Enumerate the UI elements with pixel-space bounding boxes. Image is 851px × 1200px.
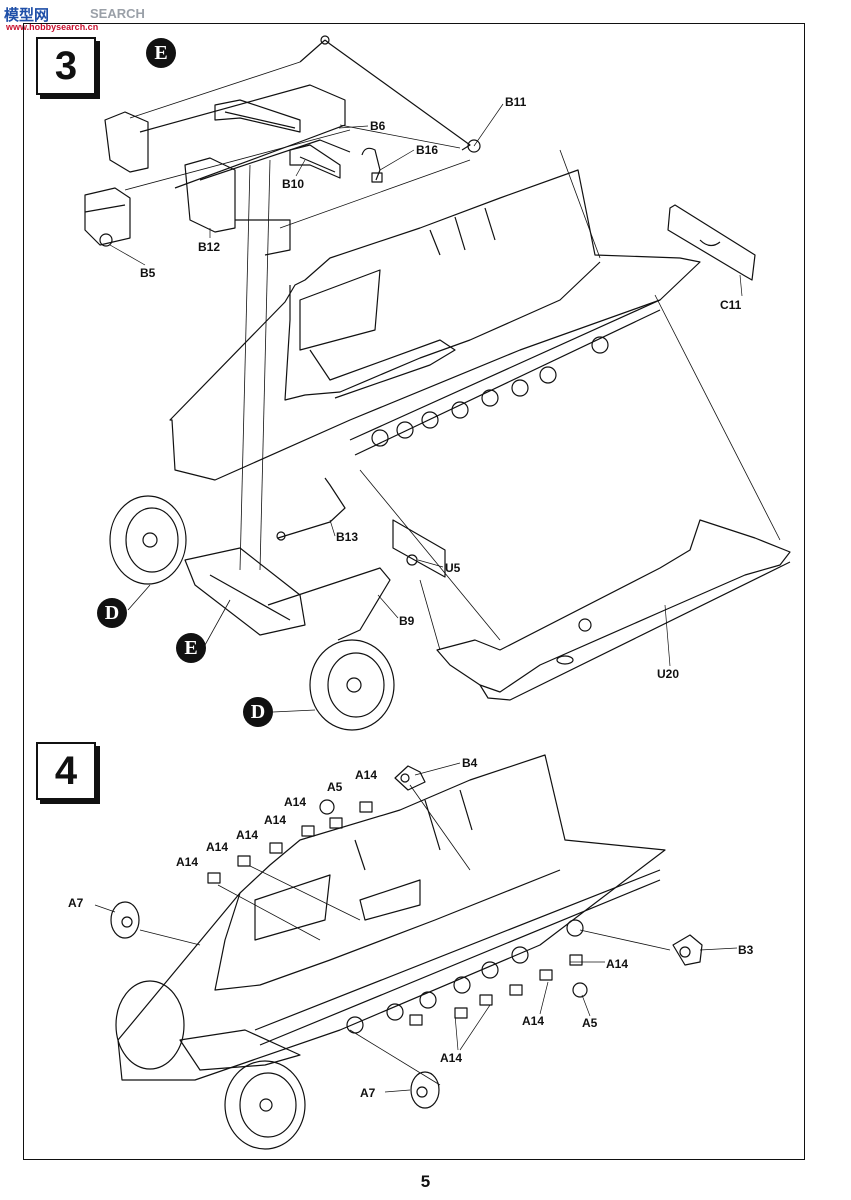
part-label: B9	[399, 614, 415, 628]
step-badge: E	[146, 38, 176, 68]
part-label: B11	[505, 95, 527, 109]
part-label: B4	[462, 756, 478, 770]
part-label: A5	[582, 1016, 598, 1030]
part-label: A14	[236, 828, 259, 842]
step-badge: D	[243, 697, 273, 727]
part-label: B13	[336, 530, 359, 544]
part-label: B16	[416, 143, 439, 157]
part-label: A14	[355, 768, 378, 782]
part-label: B5	[140, 266, 156, 280]
part-label: B12	[198, 240, 221, 254]
part-label: C11	[720, 298, 742, 312]
part-label: B3	[738, 943, 754, 957]
part-label: A7	[68, 896, 84, 910]
part-label: A7	[360, 1086, 376, 1100]
part-label: U20	[657, 667, 680, 681]
part-label: A14	[264, 813, 287, 827]
part-label: A14	[606, 957, 629, 971]
watermark-brand: 模型网	[4, 7, 50, 24]
part-label: B6	[370, 119, 386, 133]
part-label: A14	[440, 1051, 463, 1065]
watermark-search-text: SEARCH	[90, 6, 145, 21]
watermark-logo: 模型网 SEARCH www.hobbysearch.cn	[4, 2, 204, 36]
part-label: A14	[522, 1014, 545, 1028]
part-label: A5	[327, 780, 343, 794]
part-label: A14	[206, 840, 229, 854]
page-number: 5	[420, 1172, 431, 1191]
step-number-box: 3	[36, 37, 96, 95]
part-label: A14	[284, 795, 307, 809]
step-badge: D	[97, 598, 127, 628]
page-frame	[23, 23, 805, 1160]
part-label: A14	[176, 855, 199, 869]
step-badge: E	[176, 633, 206, 663]
step-number-box: 4	[36, 742, 96, 800]
part-label: U5	[445, 561, 461, 575]
watermark-url: www.hobbysearch.cn	[6, 22, 99, 32]
part-label: B10	[282, 177, 305, 191]
